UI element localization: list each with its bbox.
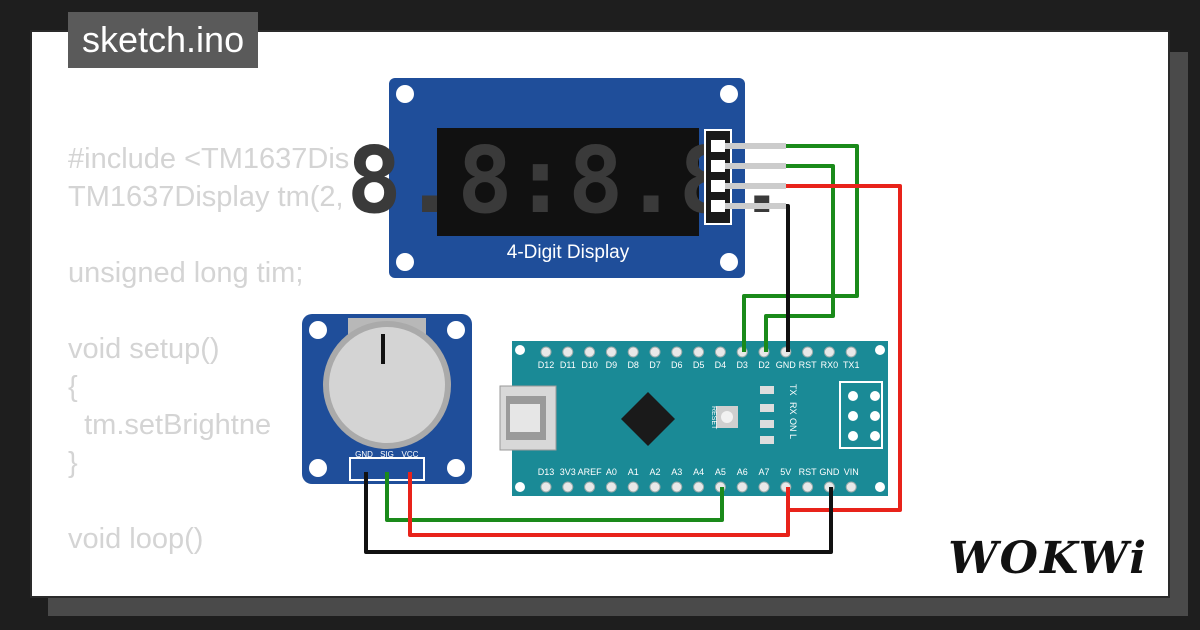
board-pin-hole[interactable] <box>671 481 683 493</box>
board-pin-label: A3 <box>671 467 682 477</box>
board-pin-label: D7 <box>649 360 661 370</box>
board-pin-label: D13 <box>538 467 555 477</box>
board-pin-hole[interactable] <box>562 346 574 358</box>
board-pin-hole[interactable] <box>802 346 814 358</box>
board-pin-hole[interactable] <box>540 481 552 493</box>
board-pin-label: D4 <box>715 360 727 370</box>
code-line: #include <TM1637Dis <box>68 143 350 175</box>
code-line: void setup() <box>68 333 220 365</box>
board-pin-hole[interactable] <box>584 481 596 493</box>
board-pin-label: VIN <box>844 467 859 477</box>
board-pin-hole[interactable] <box>714 346 726 358</box>
board-pin-label: D2 <box>758 360 770 370</box>
board-pin-label: D3 <box>736 360 748 370</box>
board-pin-hole[interactable] <box>605 481 617 493</box>
board-pin-label: RST <box>799 467 818 477</box>
board-pin-label: RX0 <box>821 360 839 370</box>
board-pin-hole[interactable] <box>649 481 661 493</box>
board-pin-label: D9 <box>606 360 618 370</box>
code-line: void loop() <box>68 523 204 555</box>
code-line: { <box>68 371 78 403</box>
board-pin-hole[interactable] <box>627 481 639 493</box>
board-pin-label: D11 <box>560 360 576 370</box>
board-pin-hole[interactable] <box>693 346 705 358</box>
pot-pin-label: SIG <box>380 450 394 459</box>
board-pin-label: D5 <box>693 360 705 370</box>
potentiometer-module[interactable]: GND SIG VCC <box>302 314 472 484</box>
code-line: TM1637Display tm(2, <box>68 181 344 213</box>
wire-green-sig <box>385 472 724 522</box>
wokwi-logo: WOKWi <box>948 533 1148 584</box>
display-pin-headers <box>725 143 786 209</box>
wire-red-pot-vcc <box>408 472 790 537</box>
board-pin-label: D12 <box>538 360 555 370</box>
board-pin-label: A6 <box>737 467 748 477</box>
wires <box>364 144 902 554</box>
reset-label: RESET <box>710 406 717 430</box>
board-pin-label: TX1 <box>843 360 860 370</box>
board-pin-label: RST <box>799 360 818 370</box>
board-pin-hole[interactable] <box>736 481 748 493</box>
board-pin-label: A4 <box>693 467 704 477</box>
board-pin-label: A7 <box>758 467 769 477</box>
led-label: L <box>788 434 798 439</box>
board-pin-hole[interactable] <box>584 346 596 358</box>
led-label: ON <box>788 418 798 432</box>
board-pin-label: A2 <box>649 467 660 477</box>
board-pin-hole[interactable] <box>802 481 814 493</box>
board-pin-label: A5 <box>715 467 726 477</box>
board-pin-label: D6 <box>671 360 683 370</box>
board-pin-label: GND <box>776 360 797 370</box>
board-pin-label: A1 <box>628 467 639 477</box>
wire-red-vcc <box>786 184 902 512</box>
board-pin-hole[interactable] <box>845 481 857 493</box>
code-line: unsigned long tim; <box>68 257 304 289</box>
board-pin-hole[interactable] <box>562 481 574 493</box>
wire-black-gnd <box>786 204 790 352</box>
pot-pin-label: GND <box>355 450 373 459</box>
board-pin-label: D10 <box>581 360 598 370</box>
tm1637-display-module[interactable]: 8.8:8.8. 4-Digit Display <box>346 78 790 278</box>
display-label: 4-Digit Display <box>507 242 630 263</box>
board-pin-hole[interactable] <box>540 346 552 358</box>
wire-green-clk <box>742 144 859 352</box>
pot-pin-label: VCC <box>402 450 419 459</box>
code-line: } <box>68 447 78 479</box>
board-pin-label: AREF <box>578 467 603 477</box>
code-line: tm.setBrightne <box>68 409 272 441</box>
board-pin-hole[interactable] <box>845 346 857 358</box>
board-pin-hole[interactable] <box>605 346 617 358</box>
board-pin-label: GND <box>819 467 840 477</box>
led-label: RX <box>788 402 798 415</box>
wire-black-pot-gnd <box>364 472 833 554</box>
board-pin-label: A0 <box>606 467 617 477</box>
arduino-nano-board[interactable]: RESET TX RX ON L <box>499 341 888 496</box>
led-label: TX <box>788 384 798 396</box>
board-pin-hole[interactable] <box>758 481 770 493</box>
board-pin-label: 3V3 <box>560 467 576 477</box>
board-pin-hole[interactable] <box>671 346 683 358</box>
board-pin-label: 5V <box>780 467 791 477</box>
filename-tab[interactable]: sketch.ino <box>68 12 259 68</box>
board-pin-hole[interactable] <box>823 346 835 358</box>
code-preview: #include <TM1637Dis TM1637Display tm(2, … <box>68 140 349 558</box>
board-pin-label: D8 <box>627 360 639 370</box>
wire-green-dio <box>764 164 835 352</box>
board-pin-hole[interactable] <box>649 346 661 358</box>
board-pin-hole[interactable] <box>627 346 639 358</box>
board-pin-hole[interactable] <box>693 481 705 493</box>
